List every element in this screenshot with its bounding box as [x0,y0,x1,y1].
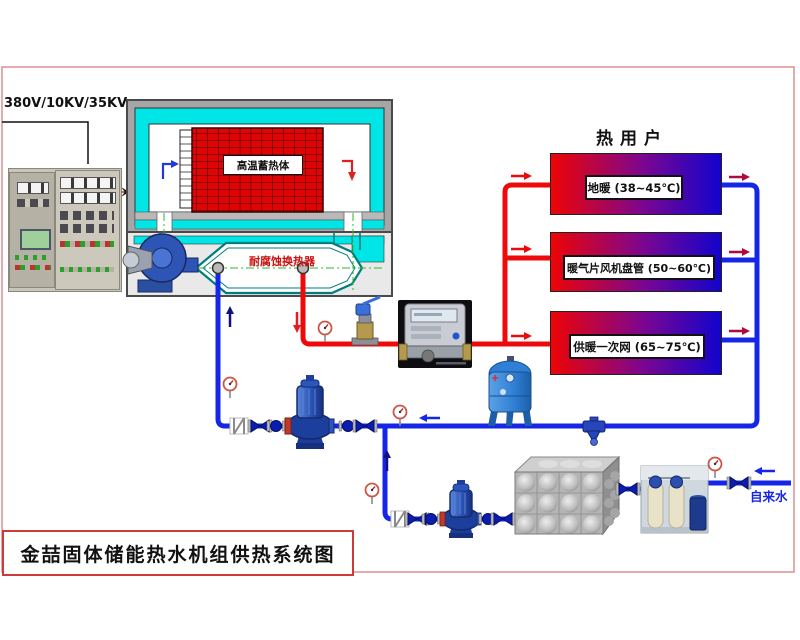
heat-storage-label: 高温蓄热体 [223,155,303,175]
tank-inlet-valve [615,482,641,496]
heat-exchanger-label: 耐腐蚀换热器 [249,255,315,268]
heat-user-box-floor-heating: 地暖 (38~45℃) [550,153,722,215]
control-cabinet [5,158,122,292]
check-valve-1 [266,420,286,432]
cabinet-right-panel [55,170,120,290]
pressure-gauge-1 [222,376,238,399]
cabinet-screen [20,229,51,250]
supply-arrow-3 [509,330,534,342]
tap-water-valve [726,476,752,490]
pressure-gauge-3 [317,320,333,343]
power-feed-line [2,121,89,164]
exchanger-inlet-nozzle [296,261,310,275]
water-tank [513,455,621,536]
shutoff-valve-4 [490,512,516,526]
check-valve-3 [421,513,441,525]
fan-blower [122,233,199,293]
riser-up-arrow [224,304,236,329]
shutoff-valve-2 [352,419,378,433]
diagram-title: 金喆固体储能热水机组供热系统图 [2,530,354,576]
heat-exchanger-duct [150,213,385,295]
supply-arrow-1 [509,170,534,182]
return-arrow-2 [727,246,752,258]
heat-user-box-radiator-fancoil: 暖气片风机盘管 (50~60℃) [550,232,722,292]
exchanger-outlet-nozzle [211,261,225,275]
charge-flow-arrow [161,160,179,179]
discharge-flow-arrow [342,159,356,181]
safety-valve [351,295,381,346]
page-border [1,66,795,573]
heat-users-title: 热用户 [596,129,668,149]
circulation-pump-2 [439,480,482,538]
tap-water-arrow [752,465,777,477]
tap-water-label: 自来水 [750,489,788,504]
heat-user-label: 供暖一次网 (65~75℃) [569,334,705,359]
return-flow-arrow [417,412,442,424]
pressure-gauge-5 [707,456,723,479]
cabinet-left-door [9,172,55,288]
pressure-gauge-4 [364,482,380,505]
power-supply-label: 380V/10KV/35KV [4,96,128,111]
supply-arrow-2 [509,243,534,255]
heat-user-label: 地暖 (38~45℃) [585,175,683,200]
return-arrow-3 [727,325,752,337]
heat-user-label: 暖气片风机盘管 (50~60℃) [563,255,715,280]
heat-user-box-primary-network: 供暖一次网 (65~75℃) [550,311,722,375]
water-softener [640,465,709,534]
heat-meter [398,300,472,368]
heating-element-stack [179,129,193,209]
flex-connector-1 [229,417,249,435]
y-strainer [582,416,606,446]
circulation-pump-1 [284,375,335,449]
pressure-gauge-2 [392,404,408,427]
supply-pipe-hot [300,182,552,347]
return-arrow-1 [727,171,752,183]
riser-down-arrow [291,310,303,335]
expansion-tank [488,356,532,426]
